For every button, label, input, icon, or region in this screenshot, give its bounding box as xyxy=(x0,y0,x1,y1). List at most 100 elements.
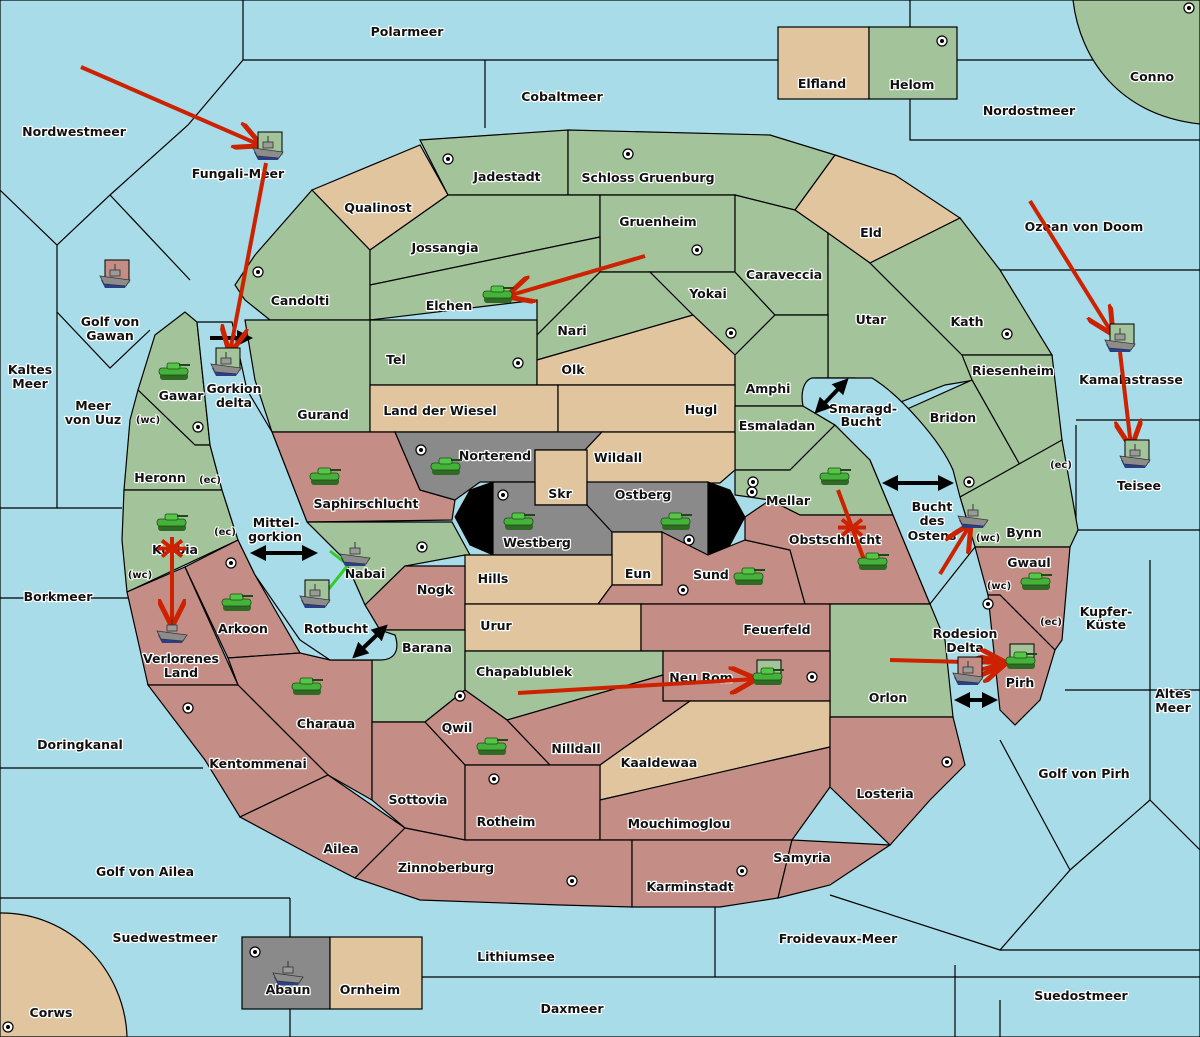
territory-corws[interactable] xyxy=(0,912,128,1037)
orders xyxy=(80,65,1131,695)
sea-label-kupfer-: Kupfer- xyxy=(1080,604,1133,619)
territory-label-saphirschlucht: Saphirschlucht xyxy=(314,496,419,511)
sea-label-suedostmeer: Suedostmeer xyxy=(1034,988,1128,1003)
territory-gruenheim[interactable] xyxy=(599,194,736,273)
territory-conno[interactable] xyxy=(1072,0,1200,125)
territory-label-losteria: Losteria xyxy=(856,786,913,801)
army-unit-icon[interactable] xyxy=(819,467,851,485)
failed-order-cross-icon xyxy=(158,538,186,559)
territory-label-elchen: Elchen xyxy=(426,298,473,313)
territory-mouchimoglou[interactable] xyxy=(599,746,831,841)
supply-center-icon xyxy=(725,327,737,339)
fleet-unit-icon[interactable] xyxy=(1104,323,1136,352)
supply-center-icon xyxy=(454,690,466,702)
territory-karminstadt[interactable] xyxy=(631,839,793,908)
supply-center-icon xyxy=(512,357,524,369)
sea-label-ozean-von-doom: Ozean von Doom xyxy=(1025,219,1144,234)
territory-ornheim[interactable] xyxy=(329,936,423,1010)
army-unit-icon[interactable] xyxy=(476,737,508,755)
territory-label-gwaul: Gwaul xyxy=(1007,555,1050,570)
coast-marker--ec-: (ec) xyxy=(214,527,236,538)
move-order-arrow xyxy=(80,65,260,145)
territory-label-jossangia: Jossangia xyxy=(410,240,478,255)
territory-label-gawar: Gawar xyxy=(159,388,205,403)
army-unit-icon[interactable] xyxy=(430,457,462,475)
supply-center-icon xyxy=(677,584,689,596)
supply-center-icon xyxy=(497,489,509,501)
move-order-arrow xyxy=(938,525,970,576)
territory-label-kentommenai: Kentommenai xyxy=(209,756,307,771)
territory-label-obstschlucht: Obstschlucht xyxy=(789,532,881,547)
army-unit-icon[interactable] xyxy=(752,659,784,685)
territory-label-kath: Kath xyxy=(951,314,984,329)
army-unit-icon[interactable] xyxy=(156,513,188,531)
supply-center-icon xyxy=(982,598,994,610)
sea-label-gorkion: Gorkion xyxy=(206,381,261,396)
sea-label-mittel-: Mittel- xyxy=(253,515,300,530)
supply-center-icon xyxy=(806,671,818,683)
fleet-unit-icon[interactable] xyxy=(1119,439,1151,468)
territory-kath[interactable] xyxy=(868,217,1054,356)
army-unit-icon[interactable] xyxy=(221,593,253,611)
territory-losteria[interactable] xyxy=(829,716,966,846)
territory-label-hugl: Hugl xyxy=(685,402,718,417)
territory-label-kaaldewaa: Kaaldewaa xyxy=(621,755,698,770)
territory-label-nilldall: Nilldall xyxy=(551,741,600,756)
territory-label-chapablublek: Chapablublek xyxy=(476,664,573,679)
territory-label-utar: Utar xyxy=(856,312,888,327)
coast-labels: (wc)(ec)(ec)(wc)(ec)(wc)(wc)(ec) xyxy=(127,414,1073,629)
territory-label-qualinost: Qualinost xyxy=(344,200,411,215)
fleet-unit-icon[interactable] xyxy=(952,656,984,685)
territory-label-helom: Helom xyxy=(890,77,935,92)
army-unit-icon[interactable] xyxy=(482,285,514,303)
supply-center-icon xyxy=(1183,2,1195,14)
territory-label-eld: Eld xyxy=(860,225,882,240)
territory-label-land: Land xyxy=(164,665,198,680)
fleet-unit-icon[interactable] xyxy=(339,542,371,566)
territory-label-gurand: Gurand xyxy=(297,407,349,422)
sea-label-polarmeer: Polarmeer xyxy=(371,24,445,39)
territory-label-charaua: Charaua xyxy=(297,716,355,731)
fleet-unit-icon[interactable] xyxy=(252,131,284,160)
territory-label-bynn: Bynn xyxy=(1006,525,1041,540)
sea-label-meer: Meer xyxy=(1155,700,1191,715)
army-unit-icon[interactable] xyxy=(857,552,889,570)
supply-center-icon xyxy=(252,266,264,278)
fleet-unit-icon[interactable] xyxy=(272,961,304,985)
supply-center-icon xyxy=(2,1021,14,1033)
territory-label-esmaladan: Esmaladan xyxy=(739,418,815,433)
army-unit-icon[interactable] xyxy=(1020,572,1052,590)
territory-label-ailea: Ailea xyxy=(323,841,358,856)
territory-label-riesenheim: Riesenheim xyxy=(972,363,1054,378)
territory-label-abaun: Abaun xyxy=(266,982,311,997)
sea-label-gorkion: gorkion xyxy=(248,529,302,544)
sea-label-froidevaux-meer: Froidevaux-Meer xyxy=(779,931,898,946)
sea-label-rodesion: Rodesion xyxy=(933,626,998,641)
fleet-unit-icon[interactable] xyxy=(299,579,331,608)
supply-center-icon xyxy=(622,148,634,160)
fleet-unit-icon[interactable] xyxy=(99,259,131,288)
supply-center-icon xyxy=(936,35,948,47)
territory-label-arkoon: Arkoon xyxy=(218,621,268,636)
army-unit-icon[interactable] xyxy=(503,512,535,530)
army-unit-icon[interactable] xyxy=(1005,643,1037,669)
army-unit-icon[interactable] xyxy=(291,677,323,695)
territory-label-orlon: Orlon xyxy=(869,690,908,705)
territory-zinnoberburg[interactable] xyxy=(353,827,633,908)
sea-label-nordwestmeer: Nordwestmeer xyxy=(22,124,127,139)
army-unit-icon[interactable] xyxy=(158,362,190,380)
territory-samyria[interactable] xyxy=(777,839,892,899)
territory-label-nogk: Nogk xyxy=(417,582,454,597)
coast-marker--wc-: (wc) xyxy=(136,415,160,426)
army-unit-icon[interactable] xyxy=(309,467,341,485)
supply-center-icon xyxy=(192,421,204,433)
fleet-unit-icon[interactable] xyxy=(156,619,188,643)
army-unit-icon[interactable] xyxy=(660,512,692,530)
fleet-unit-icon[interactable] xyxy=(210,347,242,376)
supply-center-icon xyxy=(566,875,578,887)
sea-label-fungali-meer: Fungali-Meer xyxy=(192,166,285,181)
territory-label-karminstadt: Karminstadt xyxy=(646,879,733,894)
supply-center-icon xyxy=(736,865,748,877)
army-unit-icon[interactable] xyxy=(733,567,765,585)
fleet-unit-icon[interactable] xyxy=(957,504,989,528)
